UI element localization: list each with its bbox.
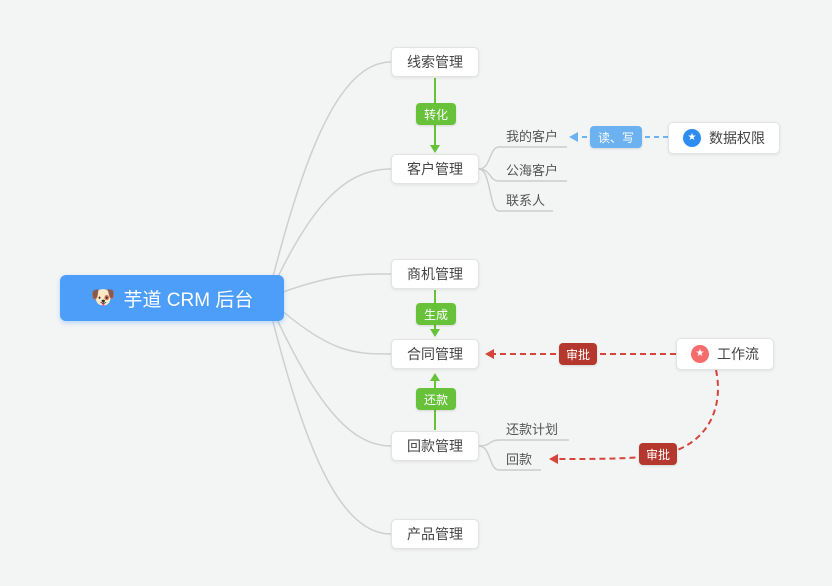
node-workflow: ★ 工作流: [676, 338, 774, 370]
curve-root-to-customer: [267, 168, 392, 299]
star-glyph: ★: [687, 132, 697, 143]
badge-convert: 转化: [416, 103, 456, 125]
badge-read-write: 读、写: [590, 126, 642, 148]
root-node-label: 芋道 CRM 后台: [123, 289, 254, 311]
sub-label-pool-customers: 公海客户: [506, 163, 559, 178]
sub-label-contacts: 联系人: [506, 193, 546, 208]
root-node-crm-backend: 🐶 芋道 CRM 后台: [60, 275, 284, 321]
dashed-workflow-to-payment: [557, 369, 719, 460]
curve-root-to-receivable: [267, 299, 392, 447]
badge-approve-contract: 审批: [559, 343, 597, 365]
badge-generate: 生成: [416, 303, 456, 325]
arrowhead-permission: [569, 132, 578, 142]
node-label: 回款管理: [407, 438, 463, 454]
arrowhead-workflow-to-payment: [549, 454, 558, 464]
node-customer-management: 客户管理: [391, 154, 479, 184]
node-business-management: 商机管理: [391, 259, 479, 289]
arrowhead-workflow-to-contract: [485, 349, 494, 359]
star-icon: ★: [691, 345, 709, 363]
branch-customer-contact: [478, 168, 553, 212]
node-label: 客户管理: [407, 161, 463, 177]
node-label: 产品管理: [407, 526, 463, 542]
badge-repay: 还款: [416, 388, 456, 410]
curve-root-to-business: [271, 273, 392, 297]
branch-customer-my: [478, 146, 567, 170]
star-icon: ★: [683, 129, 701, 147]
feature-node-label: 数据权限: [709, 130, 765, 146]
badge-approve-receivable: 审批: [639, 443, 677, 465]
node-label: 合同管理: [407, 346, 463, 362]
arrowhead-business-to-contract: [430, 329, 440, 337]
star-glyph: ★: [695, 348, 705, 359]
arrowhead-receivable-to-contract: [430, 373, 440, 381]
node-lead-management: 线索管理: [391, 47, 479, 77]
node-data-permission: ★ 数据权限: [668, 122, 780, 154]
branch-receivable-payment: [478, 445, 541, 471]
curve-root-to-lead: [267, 61, 392, 297]
sub-label-repay-plan: 还款计划: [506, 422, 559, 437]
node-label: 线索管理: [407, 54, 463, 70]
branch-receivable-plan: [478, 439, 569, 447]
curve-root-to-product: [267, 301, 392, 535]
node-label: 商机管理: [407, 266, 463, 282]
sub-label-payment: 回款: [506, 452, 533, 467]
sub-label-my-customers: 我的客户: [506, 129, 559, 144]
dog-icon: 🐶: [90, 287, 116, 309]
curve-root-to-contract: [271, 301, 392, 355]
node-product-management: 产品管理: [391, 519, 479, 549]
arrowhead-lead-to-customer: [430, 145, 440, 153]
node-receivable-management: 回款管理: [391, 431, 479, 461]
node-contract-management: 合同管理: [391, 339, 479, 369]
feature-node-label: 工作流: [717, 346, 759, 362]
